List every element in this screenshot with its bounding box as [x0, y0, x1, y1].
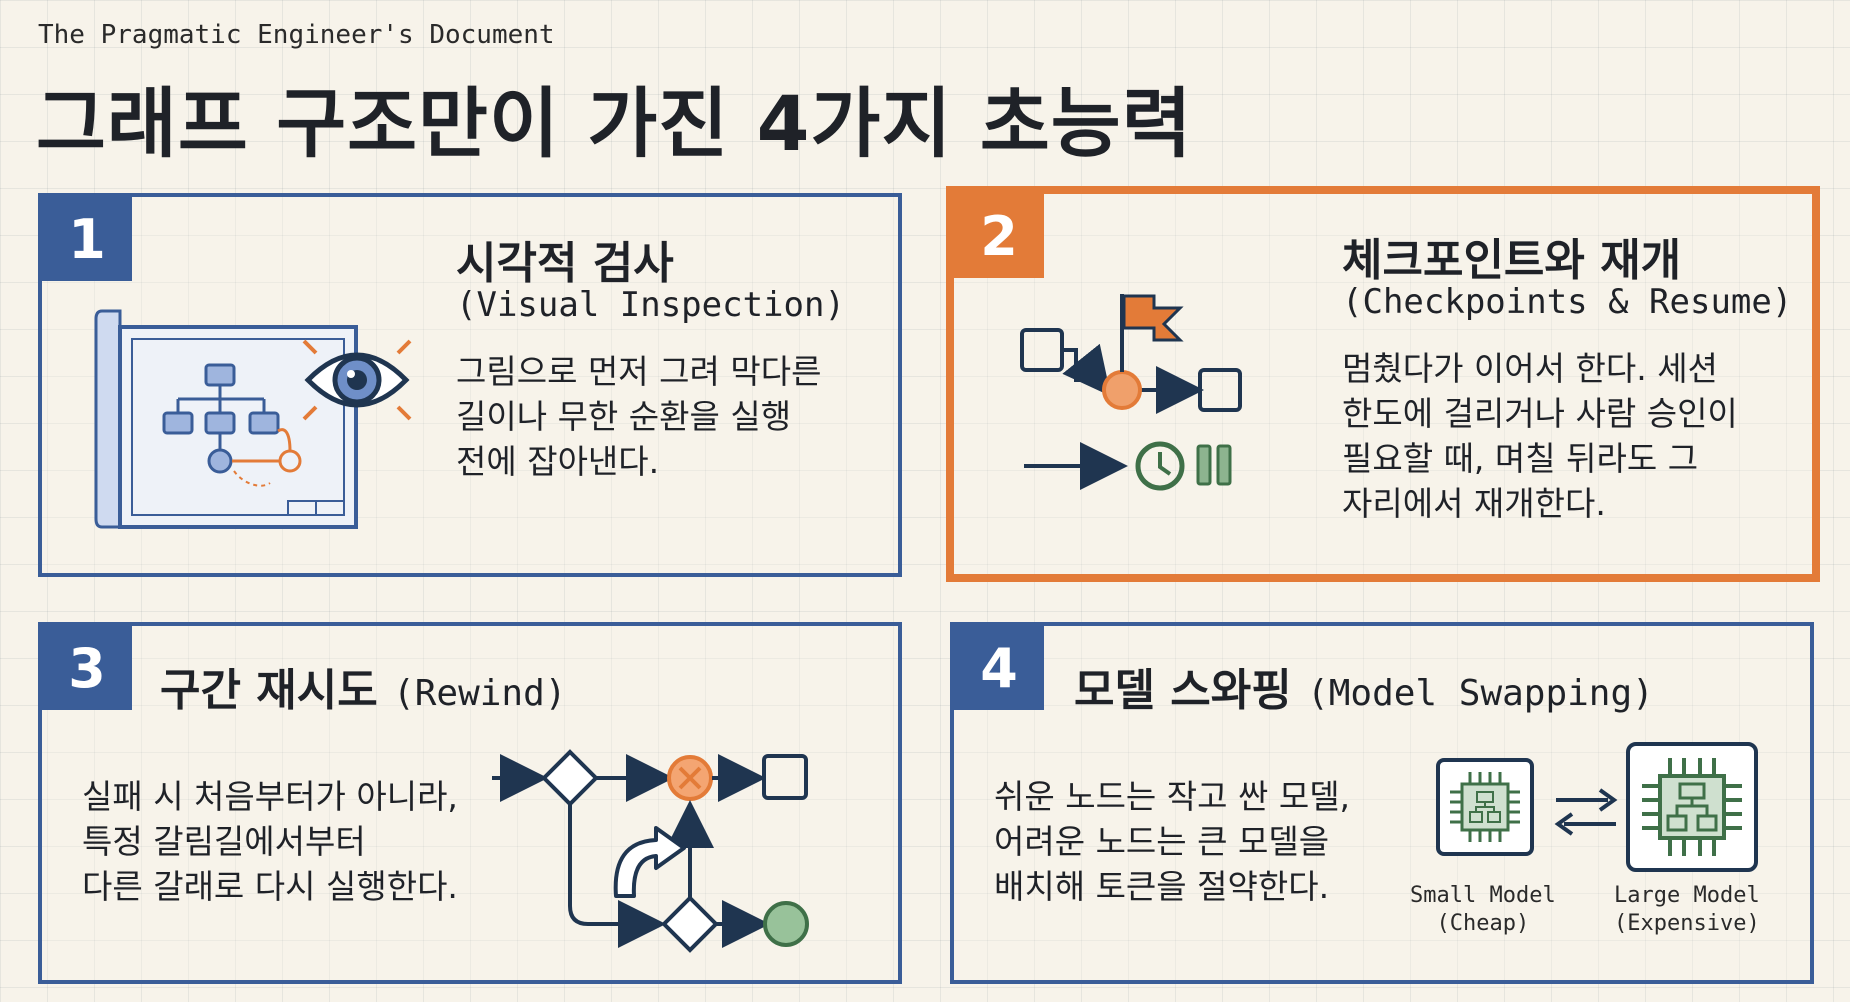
desc-line: 어려운 노드는 큰 모델을 — [994, 822, 1330, 861]
card-visual-inspection: 1 시각적 검사 (Visual Inspection) 그림으로 먼저 그려 … — [38, 193, 902, 577]
card-description: 쉬운 노드는 작고 싼 모델, 어려운 노드는 큰 모델을 배치해 토큰을 절약… — [994, 774, 1350, 909]
card-description: 그림으로 먼저 그려 막다른 길이나 무한 순환을 실행 전에 잡아낸다. — [456, 349, 821, 484]
card-title: 구간 재시도 (Rewind) — [160, 654, 566, 718]
error-x-icon — [667, 755, 713, 801]
label-line: (Cheap) — [1436, 911, 1530, 936]
card-subtitle: (Rewind) — [393, 673, 567, 714]
card-description: 실패 시 처음부터가 아니라, 특정 갈림길에서부터 다른 갈래로 다시 실행한… — [82, 774, 458, 909]
card-number-badge: 4 — [954, 626, 1044, 710]
card-number-badge: 3 — [42, 626, 132, 710]
label-line: (Expensive) — [1614, 911, 1760, 936]
card-title: 체크포인트와 재개 — [1342, 235, 1682, 286]
card-model-swapping: 4 모델 스와핑 (Model Swapping) 쉬운 노드는 작고 싼 모델… — [950, 622, 1814, 984]
document-subtitle: The Pragmatic Engineer's Document — [38, 20, 555, 50]
page-title: 그래프 구조만이 가진 4가지 초능력 — [36, 79, 1193, 168]
desc-line: 특정 갈림길에서부터 — [82, 822, 366, 861]
card-title-text: 모델 스와핑 — [1074, 665, 1292, 716]
card-number-badge: 2 — [954, 194, 1044, 278]
card-title: 시각적 검사 — [456, 238, 674, 289]
desc-line: 쉬운 노드는 작고 싼 모델, — [994, 777, 1351, 816]
desc-line: 자리에서 재개한다. — [1342, 484, 1606, 523]
rewind-flow-diagram — [492, 749, 809, 953]
eye-icon — [302, 339, 412, 421]
card-subtitle: (Checkpoints & Resume) — [1342, 282, 1793, 322]
desc-line: 필요할 때, 며칠 뒤라도 그 — [1342, 439, 1699, 478]
card-rewind: 3 구간 재시도 (Rewind) 실패 시 처음부터가 아니라, 특정 갈림길… — [38, 622, 902, 984]
card-checkpoints-resume: 2 체크포인트와 재개 (Checkpoints & Resume) 멈췄다가 … — [946, 186, 1820, 582]
desc-line: 다른 갈래로 다시 실행한다. — [82, 867, 458, 906]
desc-line: 실패 시 처음부터가 아니라, — [82, 777, 458, 816]
card-subtitle: (Visual Inspection) — [456, 285, 845, 325]
swap-arrows-icon — [1554, 788, 1618, 836]
chip-icon — [1436, 758, 1534, 856]
blueprint-icon — [94, 309, 358, 529]
small-model-label: Small Model (Cheap) — [1410, 882, 1556, 938]
desc-line: 한도에 걸리거나 사람 승인이 — [1342, 394, 1738, 433]
checkpoint-flow-diagram — [1020, 294, 1242, 491]
clock-icon — [1135, 441, 1185, 491]
large-model-label: Large Model (Expensive) — [1614, 882, 1760, 938]
pause-icon — [1196, 444, 1232, 486]
flag-icon — [1122, 294, 1184, 342]
desc-line: 멈췄다가 이어서 한다. 세션 — [1342, 349, 1718, 388]
desc-line: 길이나 무한 순환을 실행 — [456, 397, 792, 436]
card-title: 모델 스와핑 (Model Swapping) — [1074, 654, 1654, 718]
label-line: Large Model — [1614, 883, 1760, 908]
chip-icon — [1626, 742, 1758, 872]
label-line: Small Model — [1410, 883, 1556, 908]
card-number-badge: 1 — [42, 197, 132, 281]
card-subtitle: (Model Swapping) — [1307, 673, 1654, 714]
card-title-text: 구간 재시도 — [160, 665, 378, 716]
card-description: 멈췄다가 이어서 한다. 세션 한도에 걸리거나 사람 승인이 필요할 때, 며… — [1342, 346, 1738, 526]
desc-line: 그림으로 먼저 그려 막다른 — [456, 352, 822, 391]
desc-line: 전에 잡아낸다. — [456, 442, 660, 481]
desc-line: 배치해 토큰을 절약한다. — [994, 867, 1330, 906]
